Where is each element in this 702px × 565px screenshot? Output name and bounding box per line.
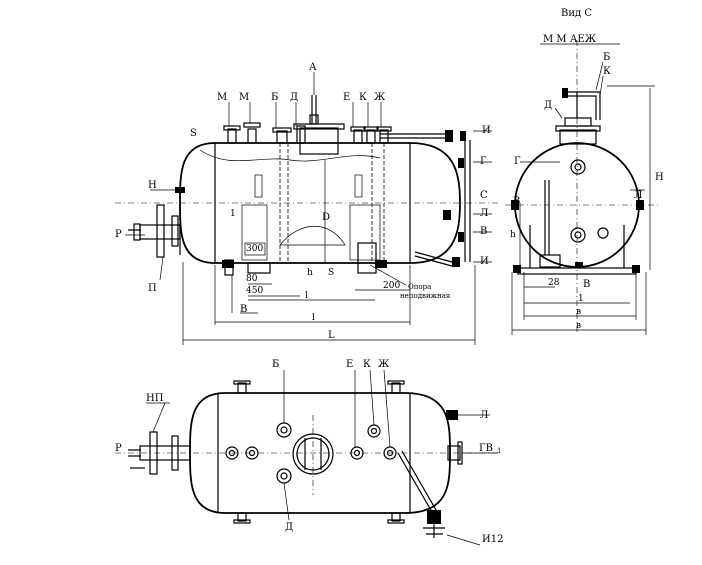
label-k: К (359, 92, 367, 103)
label-h-small: h (307, 268, 313, 278)
side-label-h: h (510, 230, 516, 240)
label-p: П (148, 283, 157, 294)
label-r: Р (115, 229, 122, 240)
side-labels: Б К Д Г Л В h H 28 В 1 в в (510, 52, 664, 331)
plan-label-d: Д (285, 522, 293, 533)
dim-L: L (328, 330, 335, 341)
label-d-big: D (322, 212, 330, 223)
plan-view (115, 380, 500, 546)
front-view (115, 95, 500, 276)
label-n: Н (148, 180, 157, 191)
label-i2: И (480, 256, 489, 267)
side-label-b: Б (603, 52, 610, 63)
side-label-v: В (513, 196, 520, 207)
label-s-small: S (328, 268, 334, 278)
label-zh: Ж (374, 92, 386, 103)
plan-label-zh: Ж (378, 359, 390, 370)
plan-label-l: Л (480, 410, 488, 421)
side-label-k: К (603, 66, 611, 77)
side-dim-28: 28 (548, 278, 560, 288)
dim-200: 200 (383, 281, 400, 291)
label-g: Г (480, 156, 487, 167)
plan-label-np: НП (146, 393, 164, 404)
label-m2: М (239, 92, 249, 103)
label-v-bottom: В (240, 304, 247, 315)
front-labels: М М Б Д А Е К Ж S Н Р П В И Г С Л В И 1 … (115, 62, 492, 345)
support-line-1: Опора (408, 283, 431, 291)
dim-80: 80 (246, 274, 258, 284)
side-dim-B: в (576, 321, 581, 331)
side-label-d: Д (544, 100, 552, 111)
plan-label-b: Б (272, 359, 279, 370)
plan-label-gv-sub: 1 (497, 447, 501, 455)
dim-300: 300 (246, 244, 263, 254)
label-s1: S (190, 128, 197, 139)
label-l: Л (480, 208, 488, 219)
label-a: А (309, 62, 317, 73)
support-line-2: неподвижная (400, 292, 451, 300)
dim-450: 450 (246, 286, 263, 296)
label-v-right: В (480, 226, 487, 237)
dim-l1-top: 1 (230, 209, 236, 219)
side-dim-l1: 1 (578, 294, 584, 304)
plan-label-r: Р (115, 443, 122, 454)
side-view: Вид С М М АЕЖ (505, 8, 660, 335)
plan-manhole (292, 433, 334, 475)
side-dim-b: в (576, 307, 581, 317)
dim-l: l (312, 313, 315, 323)
view-c-title: Вид С (561, 8, 592, 19)
label-d: Д (290, 92, 298, 103)
plan-label-k: К (363, 359, 371, 370)
side-dim-b1: В (583, 279, 590, 290)
label-b: Б (271, 92, 278, 103)
label-e: Е (343, 92, 350, 103)
plan-labels: Б Е К Ж НП Р Л ГВ 1 Д И12 (115, 359, 503, 545)
side-label-g: Г (514, 156, 521, 167)
label-m1: М (217, 92, 227, 103)
plan-label-e: Е (346, 359, 353, 370)
side-label-H: H (655, 172, 664, 183)
label-i: И (482, 125, 491, 136)
side-label-l: Л (634, 190, 642, 201)
dim-l1-bottom: l (305, 291, 308, 301)
plan-label-gv: ГВ (479, 443, 493, 454)
label-c: С (480, 190, 488, 201)
side-top-labels: М М АЕЖ (543, 34, 597, 45)
plan-label-i12: И12 (482, 534, 503, 545)
